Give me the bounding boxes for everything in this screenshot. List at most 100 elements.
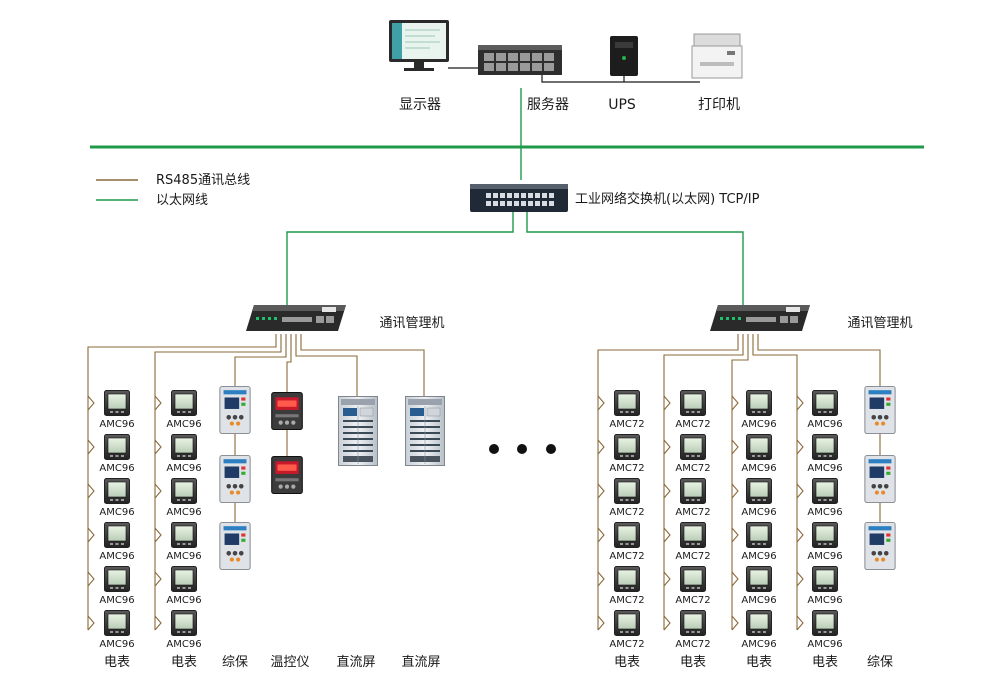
printer-link-line (541, 72, 700, 83)
legend-rs485-label: RS485通讯总线 (156, 173, 250, 188)
left_group-col1-tap-2 (87, 439, 95, 455)
left-manager-uplink (286, 212, 514, 306)
right_group-col1-label: 电表 (614, 655, 640, 670)
right_group-col5-bus-line (757, 334, 881, 386)
left_group-col1-bus-line (87, 334, 277, 630)
left_group-col1-tap-5 (87, 571, 95, 587)
right_group-col2-tap-4 (663, 527, 671, 543)
right_group-col3-tap-4 (731, 527, 739, 543)
right_group-col4-tap-3 (796, 483, 804, 499)
right_group-col1-meter-label-4: AMC72 (609, 551, 644, 562)
left_group-col2-meter-label-4: AMC96 (166, 551, 201, 562)
right_group-col4-meter-2 (812, 434, 838, 460)
right_group-col3-label: 电表 (746, 655, 772, 670)
left_group-col3-protection-2 (219, 455, 251, 503)
right_group-col2-meter-label-5: AMC72 (675, 595, 710, 606)
switch-label: 工业网络交换机(以太网) TCP/IP (575, 191, 760, 207)
right_group-col3-meter-1 (746, 390, 772, 416)
right_group-col3-meter-label-1: AMC96 (741, 419, 776, 430)
right_group-col2-meter-3 (680, 478, 706, 504)
right_group-col4-meter-5 (812, 566, 838, 592)
left_group-col4-bus-line (286, 334, 292, 392)
right_group-col1-meter-label-1: AMC72 (609, 419, 644, 430)
left_group-manager-icon (246, 305, 346, 331)
left_group-col2-tap-1 (154, 395, 162, 411)
right_group-col1-meter-5 (614, 566, 640, 592)
left_group-col1-tap-6 (87, 615, 95, 631)
left_group-col1-meter-5 (104, 566, 130, 592)
right_group-col3-meter-4 (746, 522, 772, 548)
right_group-col4-meter-4 (812, 522, 838, 548)
right_group-col1-bus-line (597, 334, 739, 630)
left_group-col1-meter-label-4: AMC96 (99, 551, 134, 562)
right_group-col3-tap-6 (731, 615, 739, 631)
right_group-col2-tap-2 (663, 439, 671, 455)
left_group-col2-tap-2 (154, 439, 162, 455)
legend: RS485通讯总线 以太网线 (96, 173, 250, 208)
right_group-col3-meter-label-6: AMC96 (741, 639, 776, 650)
right_group-col1-meter-label-5: AMC72 (609, 595, 644, 606)
right_group-col2-label: 电表 (680, 655, 706, 670)
left_group-col1-label: 电表 (104, 655, 130, 670)
left_group-col2-meter-4 (171, 522, 197, 548)
right_group-col3-tap-1 (731, 395, 739, 411)
left_group-col1-meter-label-6: AMC96 (99, 639, 134, 650)
right_group-col4-meter-label-3: AMC96 (807, 507, 842, 518)
left_group-col2-meter-1 (171, 390, 197, 416)
left_group-col5-label: 直流屏 (336, 655, 375, 670)
ups-icon (610, 36, 638, 76)
left_group-col1-meter-2 (104, 434, 130, 460)
right_group-col3-meter-label-2: AMC96 (741, 463, 776, 474)
left_group-col1-tap-3 (87, 483, 95, 499)
right_group-col2-meter-label-1: AMC72 (675, 419, 710, 430)
left_group-col1-meter-label-5: AMC96 (99, 595, 134, 606)
right_group-col2-meter-label-6: AMC72 (675, 639, 710, 650)
right_group-col2-meter-label-3: AMC72 (675, 507, 710, 518)
right_group-col2-meter-2 (680, 434, 706, 460)
printer-label: 打印机 (698, 96, 740, 113)
right_group-col1-tap-4 (597, 527, 605, 543)
left_group-col2-meter-label-5: AMC96 (166, 595, 201, 606)
left_group-col2-bus-line (154, 334, 282, 630)
right_group-col3-meter-6 (746, 610, 772, 636)
right_group-col3-tap-5 (731, 571, 739, 587)
left_group-col4-label: 温控仪 (270, 655, 309, 670)
right_group-col1-meter-1 (614, 390, 640, 416)
right_group-col1-tap-1 (597, 395, 605, 411)
right_group-col5-protection-2 (864, 455, 896, 503)
right_group-col4-label: 电表 (812, 655, 838, 670)
left_group-col6-label: 直流屏 (401, 655, 440, 670)
left_group-manager-label: 通讯管理机 (379, 316, 444, 331)
left_group-col2-meter-3 (171, 478, 197, 504)
left_group-col6-cabinet-1 (404, 396, 446, 466)
monitor-label: 显示器 (399, 97, 441, 113)
monitor-icon (389, 20, 449, 71)
right_group-col4-meter-label-5: AMC96 (807, 595, 842, 606)
left_group-col2-meter-label-2: AMC96 (166, 463, 201, 474)
right_group-col1-meter-6 (614, 610, 640, 636)
right_group-col1-meter-label-2: AMC72 (609, 463, 644, 474)
left_group-col5-bus-line (295, 334, 358, 396)
left_group-col2-label: 电表 (171, 655, 197, 670)
server-icon (478, 45, 562, 75)
right_group-col3-bus-line (731, 334, 749, 630)
legend-ethernet-label: 以太网线 (156, 193, 208, 208)
right_group-col3-meter-3 (746, 478, 772, 504)
right_group-col4-tap-5 (796, 571, 804, 587)
left_group-col1-meter-label-2: AMC96 (99, 463, 134, 474)
left_group-col2-meter-label-6: AMC96 (166, 639, 201, 650)
right_group-col2-tap-1 (663, 395, 671, 411)
left_group-col2-meter-2 (171, 434, 197, 460)
right_group-col4-tap-6 (796, 615, 804, 631)
left_group-col3-protection-3 (219, 522, 251, 570)
left_group-col1-tap-1 (87, 395, 95, 411)
right_group-col2-meter-label-2: AMC72 (675, 463, 710, 474)
left_group-col4-temp-1 (271, 392, 303, 430)
left_group-col1-meter-3 (104, 478, 130, 504)
right_group-col2-tap-6 (663, 615, 671, 631)
right_group-col1-tap-5 (597, 571, 605, 587)
right_group-col1-meter-label-3: AMC72 (609, 507, 644, 518)
right_group-col2-tap-3 (663, 483, 671, 499)
right_group-col4-bus-line (752, 334, 798, 630)
